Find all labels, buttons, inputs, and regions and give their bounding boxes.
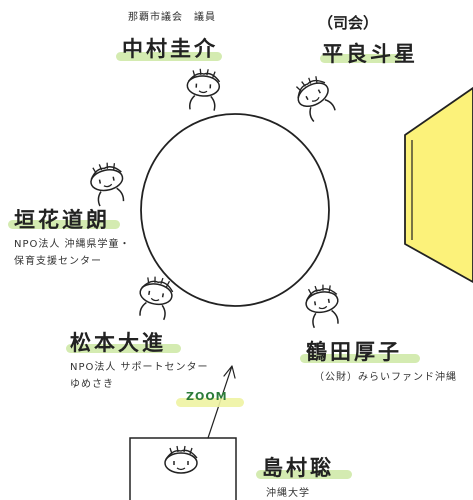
highlight-zoom [176,398,244,407]
bottom-left-org-line1: NPO法人 サポートセンター [70,362,209,373]
left-org-line1: NPO法人 沖縄県学童・ [14,239,131,250]
top-right-name: 平良斗星 [322,42,418,66]
person-top-right-icon [291,72,339,123]
zoom-label: ZOOM [186,390,228,403]
highlight-left [8,220,120,229]
bottom-right-org: （公財）みらいファンド沖縄 [314,372,457,383]
highlight-top-right [320,54,402,63]
bottom-left-name: 松本大進 [70,331,166,355]
top-left-name: 中村圭介 [122,37,218,61]
moderator-tag: （司会） [318,14,379,32]
left-org-line2: 保育支援センター [14,256,102,267]
highlight-top-left [116,52,222,61]
round-table [140,113,330,307]
screen-shape [404,87,473,283]
bottom-left-org-line2: ゆめさき [70,379,114,390]
inset-org: 沖縄大学 [266,488,310,499]
left-name: 垣花道朗 [14,208,110,232]
person-top-left-icon [186,68,220,111]
bottom-right-name: 鶴田厚子 [306,340,402,364]
highlight-bottom-left [66,344,181,353]
top-left-title: 那覇市議会 議員 [128,12,216,23]
highlight-bottom-right [300,354,420,363]
highlight-inset [256,470,352,479]
person-bottom-left-icon [136,275,175,321]
person-left-icon [88,160,128,207]
person-bottom-right-icon [303,283,342,329]
inset-name: 島村聡 [262,456,334,480]
